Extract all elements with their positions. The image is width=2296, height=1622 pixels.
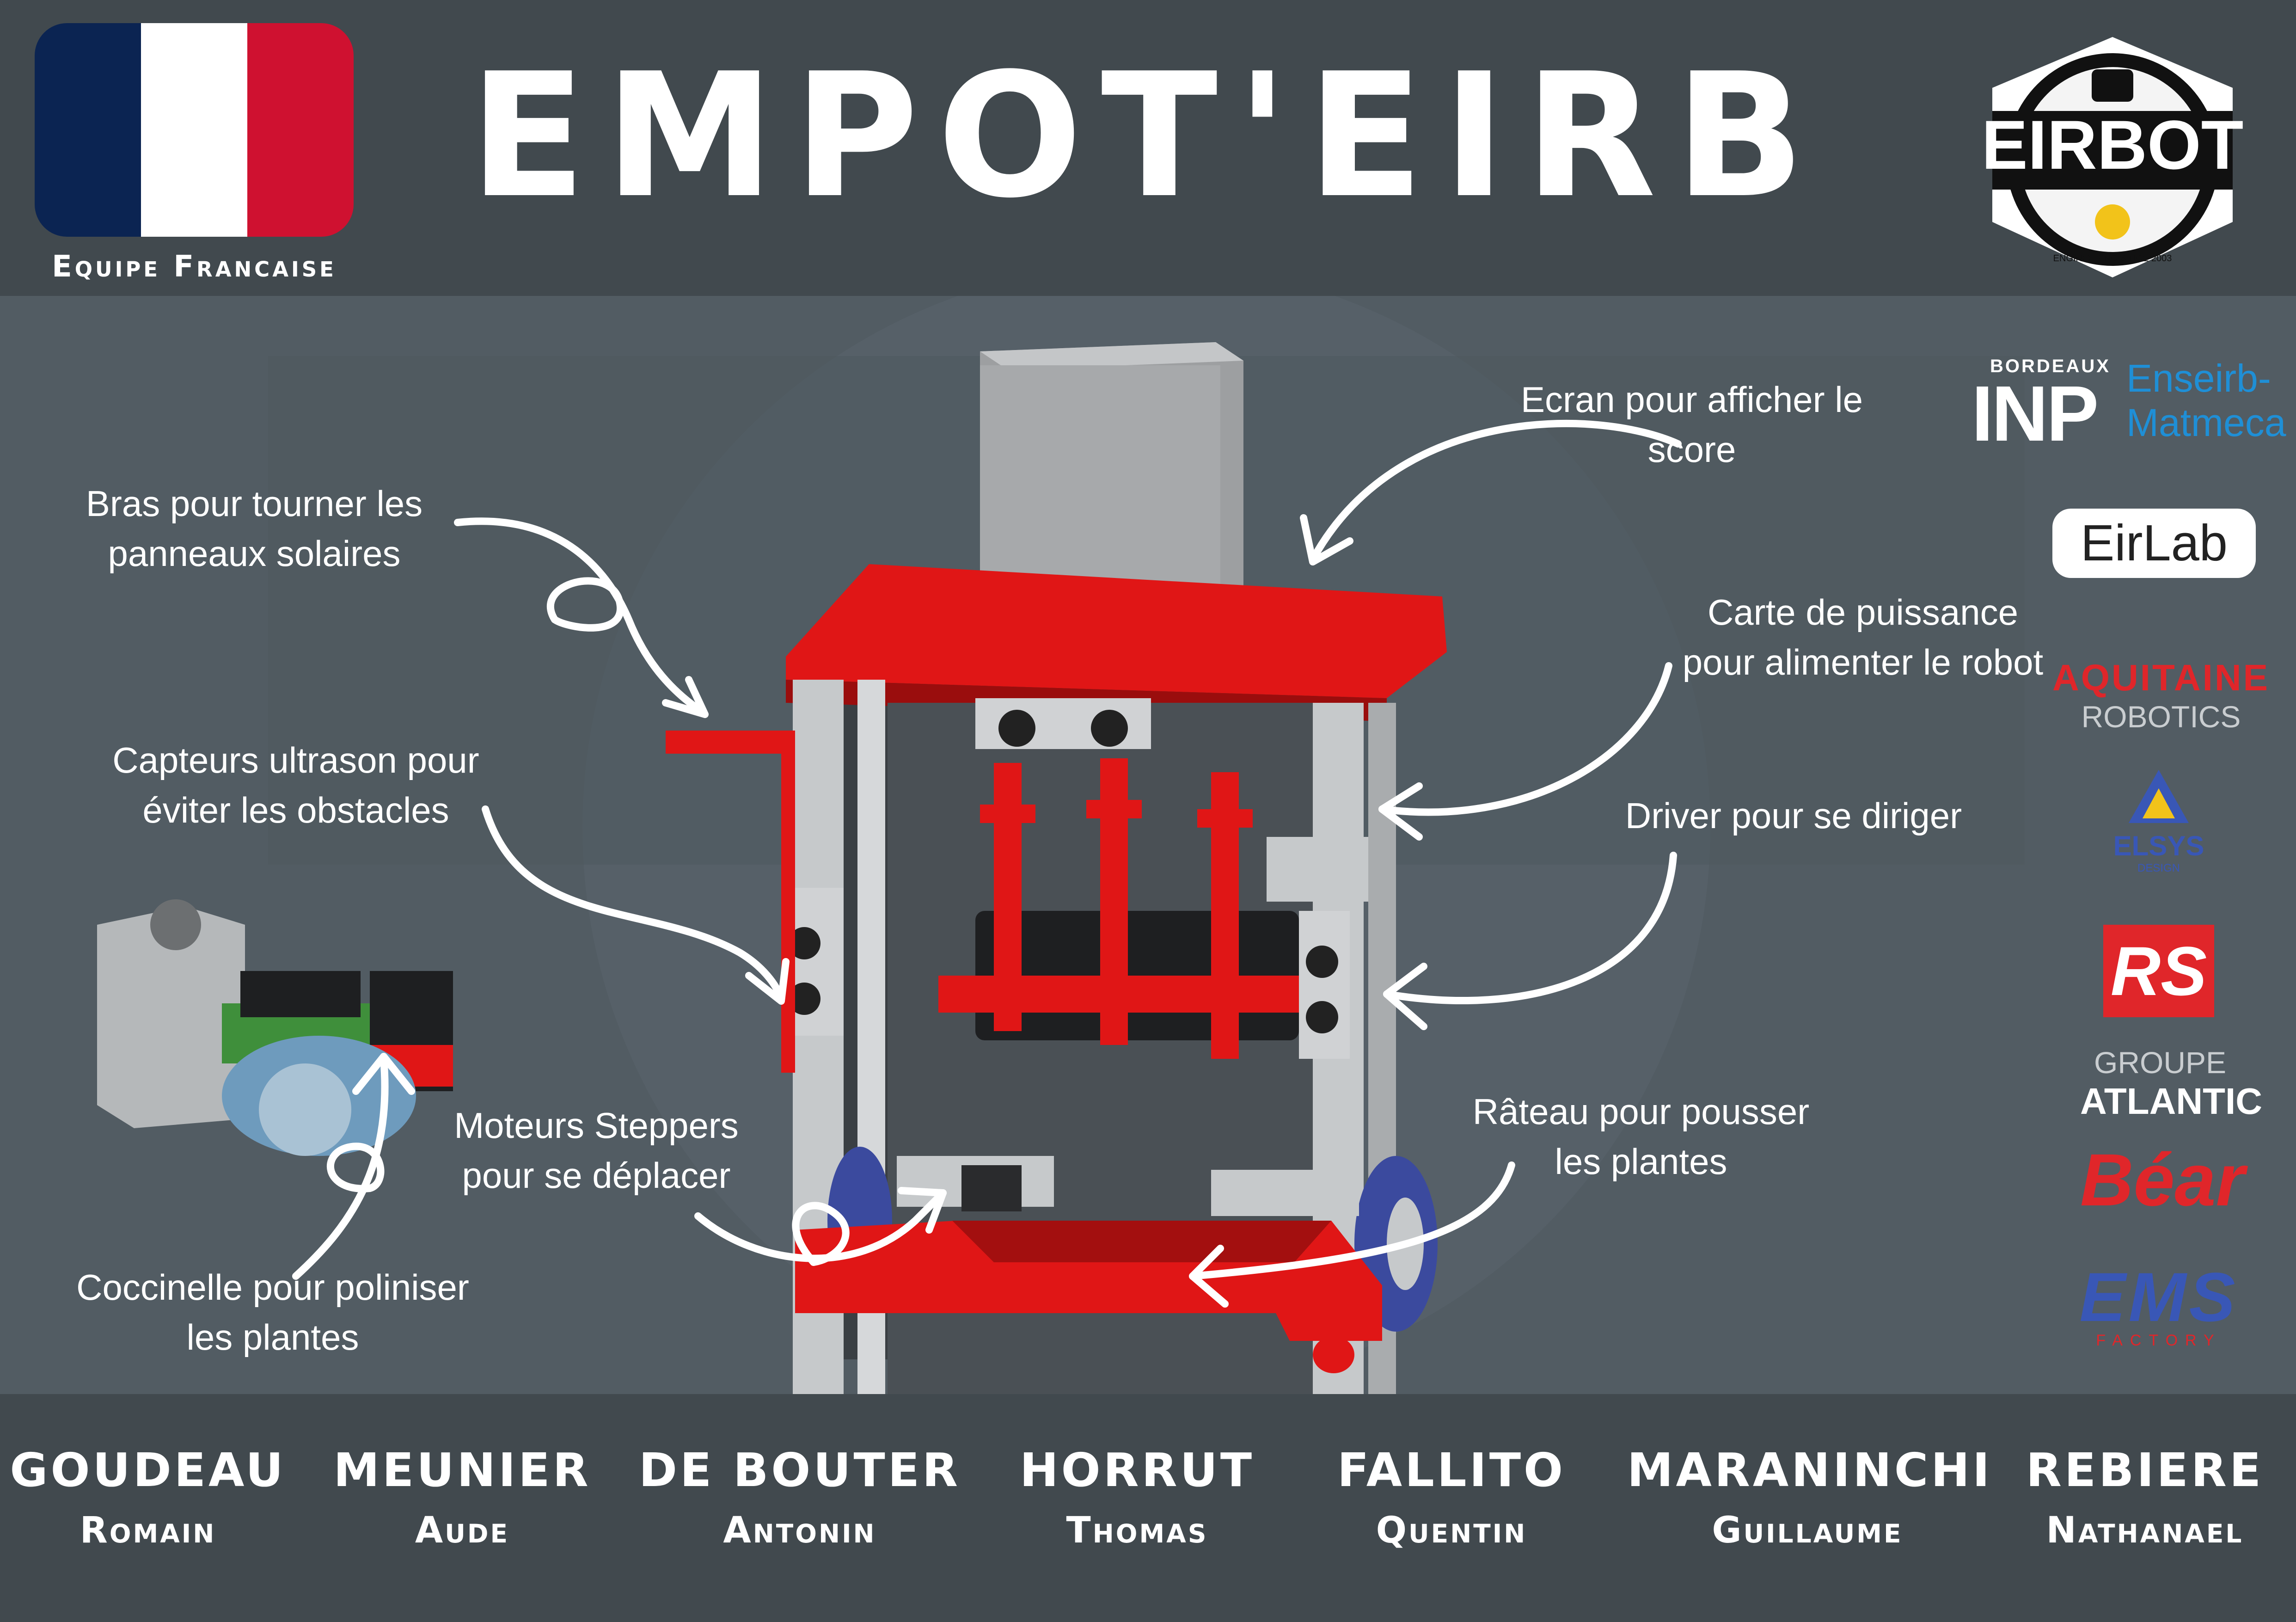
sponsor-ems: EMS FACTORY bbox=[2057, 1262, 2260, 1350]
bear-label: Béar bbox=[2080, 1138, 2245, 1221]
french-flag-icon bbox=[35, 23, 354, 237]
sponsor-rs: RS bbox=[2103, 925, 2214, 1017]
sponsor-eirlab: EirLab bbox=[2052, 509, 2256, 578]
member-last-name: GOUDEAU bbox=[10, 1443, 286, 1497]
sponsor-enseirb: Enseirb- Matmeca bbox=[2126, 356, 2286, 445]
arrow-coccinelle bbox=[292, 1055, 389, 1280]
red-base bbox=[795, 1221, 1382, 1373]
page-title: EMPOT'EIRB bbox=[469, 37, 1824, 236]
member-first-name: Thomas bbox=[1066, 1510, 1208, 1551]
member-first-name: Aude bbox=[415, 1510, 510, 1551]
member-5: FALLITO Quentin bbox=[1322, 1438, 1581, 1558]
inp-label: INP bbox=[1971, 370, 2099, 458]
member-6: MARANINCHI Guillaume bbox=[1627, 1438, 1993, 1558]
annotation-coccinelle: Coccinelle pour poliniser les plantes bbox=[76, 1267, 469, 1358]
sponsor-inp: BORDEAUX INP bbox=[1971, 356, 2119, 458]
arrow-carte bbox=[1378, 662, 1672, 816]
member-4: HORRUT Thomas bbox=[1008, 1438, 1267, 1558]
arrow-driver bbox=[1383, 852, 1677, 1004]
arrow-moteurs-head bbox=[898, 1187, 947, 1234]
main-panel: Bras pour tourner les panneaux solaires … bbox=[0, 296, 2296, 1394]
annotation-rateau: Râteau pour pousser les plantes bbox=[1472, 1091, 1810, 1182]
elsys-icon bbox=[2129, 770, 2189, 823]
sponsor-atlantic: GROUPE ATLANTIC bbox=[2043, 1045, 2284, 1123]
annotation-driver: Driver pour se diriger bbox=[1625, 795, 1962, 836]
arrow-coccinelle-loop bbox=[326, 1143, 385, 1192]
arrow-rateau bbox=[1189, 1161, 1515, 1280]
member-last-name: MARANINCHI bbox=[1627, 1443, 1993, 1497]
sponsor-aquitaine: AQUITAINE ROBOTICS bbox=[2048, 657, 2274, 734]
red-grabber bbox=[938, 758, 1299, 1059]
member-last-name: HORRUT bbox=[1019, 1443, 1255, 1497]
arrow-bras-head bbox=[662, 676, 709, 718]
eirlab-label: EirLab bbox=[2081, 515, 2228, 571]
atlantic-line2: ATLANTIC bbox=[2080, 1081, 2262, 1122]
arrow-capteurs-head bbox=[745, 958, 790, 1005]
flag-caption: Equipe Francaise bbox=[52, 250, 337, 284]
annotation-arrows bbox=[292, 420, 1682, 1308]
member-last-name: FALLITO bbox=[1337, 1443, 1566, 1497]
eirbot-tagline: ENGINEERING SINCE 2003 bbox=[2053, 253, 2172, 264]
member-last-name: DE BOUTER bbox=[638, 1443, 961, 1497]
member-first-name: Quentin bbox=[1376, 1510, 1527, 1551]
member-last-name: MEUNIER bbox=[333, 1443, 591, 1497]
member-7: REBIERE Nathanael bbox=[2006, 1438, 2284, 1558]
annotation-bras: Bras pour tourner les panneaux solaires bbox=[86, 483, 423, 574]
ladybug-robot bbox=[97, 899, 453, 1156]
inp-top: BORDEAUX bbox=[1990, 356, 2111, 376]
arrow-carte-head bbox=[1378, 782, 1423, 841]
member-first-name: Antonin bbox=[723, 1510, 876, 1551]
arrow-ecran-head bbox=[1300, 514, 1353, 565]
annotation-moteurs: Moteurs Steppers pour se déplacer bbox=[454, 1105, 739, 1196]
member-3: DE BOUTER Antonin bbox=[629, 1438, 971, 1558]
member-last-name: REBIERE bbox=[2026, 1443, 2264, 1497]
arrow-moteurs-loop bbox=[792, 1202, 850, 1266]
arrow-coccinelle-head bbox=[352, 1053, 415, 1095]
member-first-name: Nathanael bbox=[2046, 1510, 2244, 1551]
eirbot-logo-text: EIRBOT bbox=[1982, 106, 2244, 184]
arrow-bras bbox=[454, 517, 706, 716]
enseirb-line2: Matmeca bbox=[2126, 401, 2286, 444]
robot-render bbox=[666, 342, 1447, 1394]
footer-band bbox=[0, 1394, 2296, 1622]
enseirb-line1: Enseirb- bbox=[2126, 356, 2271, 400]
sponsor-bear: Béar bbox=[2080, 1137, 2247, 1223]
atlantic-line1: GROUPE bbox=[2094, 1045, 2227, 1080]
arrow-moteurs bbox=[694, 1189, 947, 1262]
annotation-ecran: Ecran pour afficher le score bbox=[1521, 379, 1863, 470]
member-1: GOUDEAU Romain bbox=[9, 1438, 287, 1558]
rs-label: RS bbox=[2110, 932, 2207, 1010]
arrow-ecran bbox=[1309, 420, 1682, 563]
aquitaine-line1: AQUITAINE bbox=[2052, 657, 2270, 698]
elsys-line1: ELSYS bbox=[2113, 830, 2204, 861]
annotation-carte: Carte de puissance pour alimenter le rob… bbox=[1682, 592, 2044, 682]
arrow-bras-loop bbox=[547, 577, 625, 632]
member-2: MEUNIER Aude bbox=[333, 1438, 592, 1558]
arrow-capteurs bbox=[482, 805, 785, 1002]
member-first-name: Guillaume bbox=[1712, 1510, 1903, 1551]
ems-line1: EMS bbox=[2079, 1258, 2238, 1336]
member-first-name: Romain bbox=[80, 1510, 216, 1551]
arrow-rateau-head bbox=[1189, 1245, 1229, 1308]
elsys-line2: DESIGN bbox=[2137, 862, 2180, 874]
eirbot-logo: EIRBOT ENGINEERING SINCE 2003 bbox=[1974, 28, 2251, 287]
aquitaine-line2: ROBOTICS bbox=[2081, 700, 2241, 734]
header-band bbox=[0, 0, 2296, 296]
annotation-capteurs: Capteurs ultrason pour éviter les obstac… bbox=[112, 740, 479, 830]
ems-line2: FACTORY bbox=[2096, 1332, 2222, 1349]
sponsor-elsys: ELSYS DESIGN bbox=[2089, 768, 2228, 875]
arrow-driver-head bbox=[1383, 963, 1427, 1030]
